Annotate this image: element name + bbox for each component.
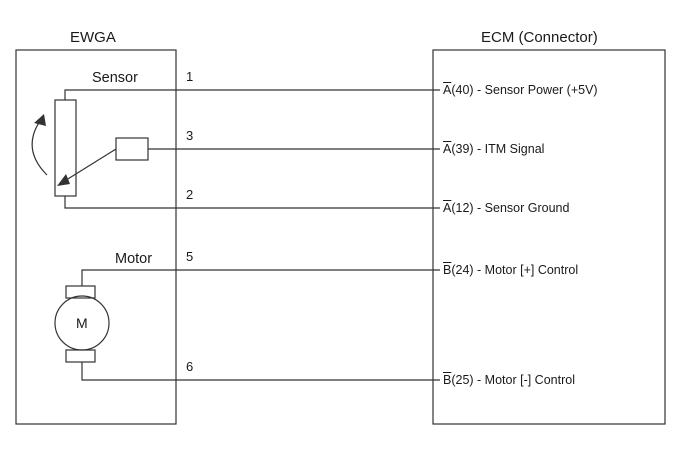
terminal-a39: A(39) - ITM Signal — [443, 143, 544, 156]
terminal-a40: A(40) - Sensor Power (+5V) — [443, 84, 598, 97]
wiper-line — [62, 148, 117, 183]
motor-upper-brush — [65, 285, 96, 299]
wiper-arrowhead — [57, 174, 70, 186]
connector-letter: B — [443, 373, 452, 387]
connector-letter: A — [443, 83, 452, 97]
terminal-text: (39) - ITM Signal — [451, 142, 545, 156]
terminal-b25: B(25) - Motor [-] Control — [443, 374, 575, 387]
connector-letter: B — [443, 263, 452, 277]
motor-lower-brush — [65, 349, 96, 363]
ewga-box — [15, 49, 177, 425]
terminal-a12: A(12) - Sensor Ground — [443, 202, 569, 215]
ewga-title: EWGA — [70, 29, 116, 46]
terminal-text: (24) - Motor [+] Control — [451, 263, 579, 277]
itm-signal-element — [115, 137, 149, 161]
ecm-title: ECM (Connector) — [481, 29, 598, 46]
motor-label: Motor — [115, 251, 153, 267]
pin-number-2: 2 — [186, 187, 194, 202]
ecm-box — [432, 49, 666, 425]
pin-number-6: 6 — [186, 359, 194, 374]
connector-letter: A — [443, 142, 452, 156]
wire-pin6 — [81, 362, 440, 381]
terminal-b24: B(24) - Motor [+] Control — [443, 264, 578, 277]
pin-number-5: 5 — [186, 249, 194, 264]
terminal-text: (12) - Sensor Ground — [451, 201, 570, 215]
motor-symbol: M — [76, 315, 88, 331]
rotation-arrow — [31, 117, 48, 176]
pin-number-3: 3 — [186, 128, 194, 143]
terminal-text: (40) - Sensor Power (+5V) — [451, 83, 598, 97]
pin-number-1: 1 — [186, 69, 194, 84]
sensor-label: Sensor — [92, 70, 138, 86]
terminal-text: (25) - Motor [-] Control — [451, 373, 575, 387]
connector-letter: A — [443, 201, 452, 215]
rotation-arrowhead — [34, 114, 46, 126]
wire-pin2 — [64, 196, 440, 209]
wire-pin1 — [64, 89, 440, 100]
wire-pin5 — [81, 269, 440, 286]
